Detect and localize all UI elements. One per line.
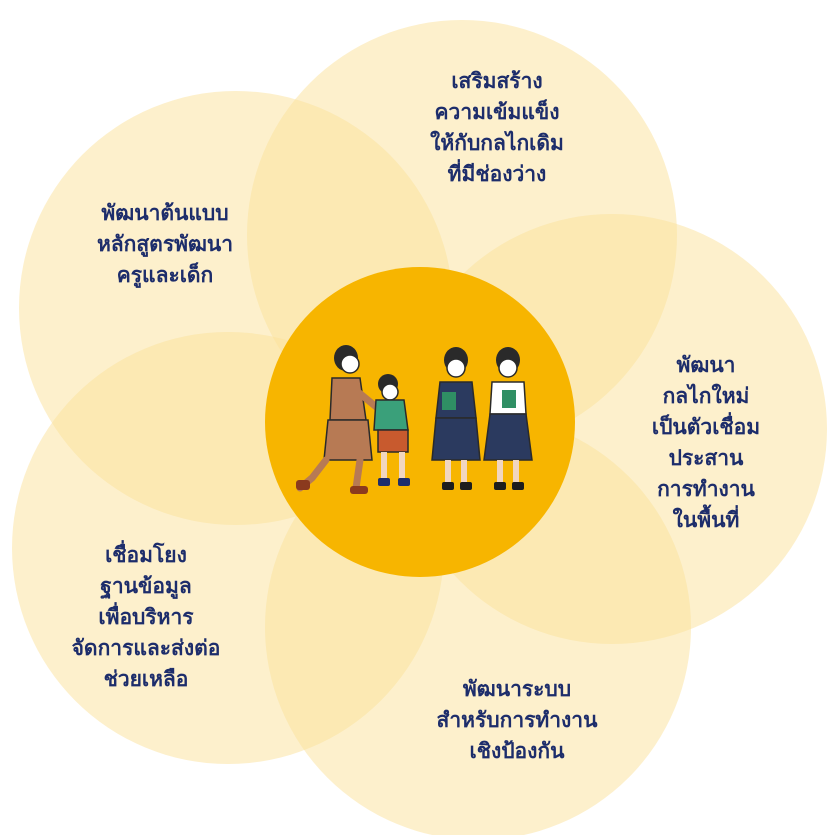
petal-line: ให้กับกลไกเดิม <box>430 131 564 155</box>
petal-line: ในพื้นที่ <box>672 508 740 532</box>
petal-line: ช่วยเหลือ <box>103 667 189 691</box>
petal-line: พัฒนาต้นแบบ <box>101 201 229 225</box>
petal-line: พัฒนาระบบ <box>462 677 572 701</box>
student-dark-skirt-figure <box>431 347 481 490</box>
petal-line: หลักสูตรพัฒนา <box>96 232 234 256</box>
petal-line: สำหรับการทำงาน <box>436 708 598 732</box>
petal-line: เสริมสร้าง <box>451 69 543 93</box>
petal-line: ความเข้มแข็ง <box>434 100 560 124</box>
teacher-and-children-illustration <box>296 345 533 494</box>
petal-line: จัดการและส่งต่อ <box>71 636 221 660</box>
petal-label-bottom: พัฒนาระบบ สำหรับการทำงาน เชิงป้องกัน <box>392 674 642 767</box>
petal-line: เชิงป้องกัน <box>469 739 565 763</box>
center-circle <box>265 267 575 577</box>
petal-line: พัฒนา <box>676 353 736 377</box>
child-green-figure <box>373 374 410 486</box>
petal-label-right: พัฒนา กลไกใหม่ เป็นตัวเชื่อม ประสาน การท… <box>606 350 806 536</box>
petal-line: ครูและเด็ก <box>116 263 214 287</box>
petal-line: เชื่อมโยง <box>105 543 187 567</box>
petal-line: เพื่อบริหาร <box>98 605 194 629</box>
petal-line: กลไกใหม่ <box>662 384 750 408</box>
petal-line: ที่มีช่องว่าง <box>447 162 547 186</box>
petal-line: ฐานข้อมูล <box>100 574 192 598</box>
petal-line: ประสาน <box>668 446 744 470</box>
teacher-figure <box>296 345 384 494</box>
petal-label-upper-left: พัฒนาต้นแบบ หลักสูตรพัฒนา ครูและเด็ก <box>50 198 280 291</box>
student-white-shirt-figure <box>483 347 533 490</box>
petal-label-lower-left: เชื่อมโยง ฐานข้อมูล เพื่อบริหาร จัดการแล… <box>26 540 266 695</box>
petal-line: การทำงาน <box>657 477 755 501</box>
petal-label-top: เสริมสร้าง ความเข้มแข็ง ให้กับกลไกเดิม ท… <box>382 66 612 190</box>
petal-line: เป็นตัวเชื่อม <box>651 415 761 439</box>
